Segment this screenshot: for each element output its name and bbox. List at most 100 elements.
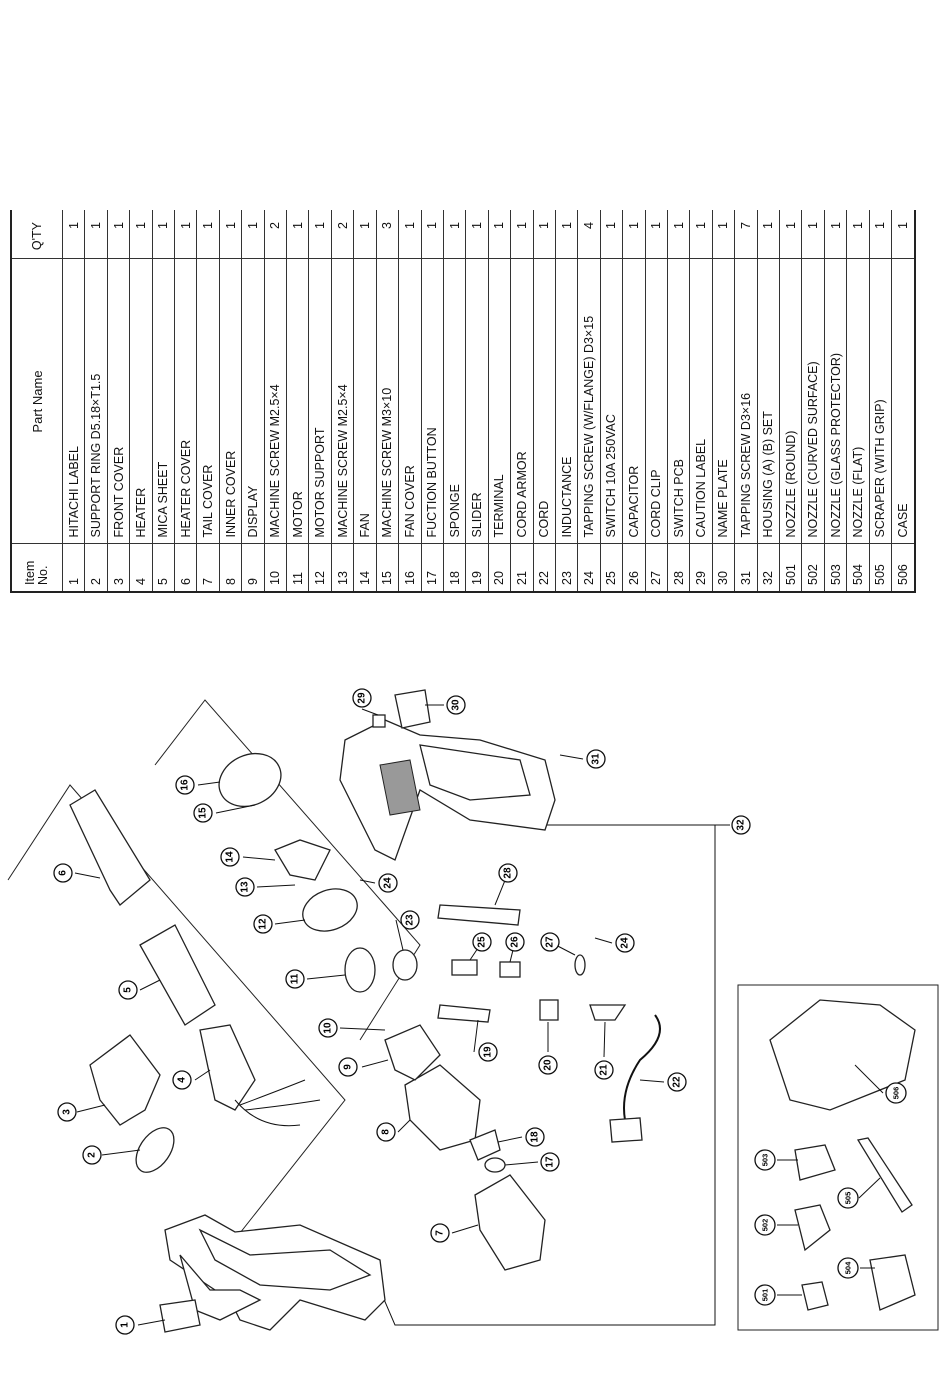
cord-armor-part [589,1004,627,1021]
part-name-cell: SLIDER [465,259,489,544]
callout-circle [754,1284,776,1306]
callout-circle [498,863,518,883]
callout-circle [220,847,240,867]
callout-6: 6 [53,863,73,883]
callout-504: 504 [837,1257,859,1279]
item-no-cell: 1 [62,544,85,592]
callout-30: 30 [446,695,466,715]
item-no-cell: 26 [622,544,646,592]
callout-23: 23 [400,910,420,930]
callout-20: 20 [538,1055,558,1075]
qty-cell: 2 [331,210,354,259]
terminal-part [539,999,559,1021]
item-no-cell: 13 [331,544,354,592]
callout-number: 21 [599,1064,610,1076]
item-no-cell: 28 [667,544,690,592]
callout-21: 21 [594,1060,614,1080]
callout-22: 22 [667,1072,687,1092]
callout-number: 22 [672,1076,683,1088]
callout-29: 29 [352,688,372,708]
callout-number: 24 [383,877,394,889]
qty-cell: 1 [757,210,780,259]
callout-32: 32 [731,815,751,835]
part-name-cell: TAIL COVER [196,259,220,544]
part-name-cell: HEATER COVER [174,259,197,544]
callout-31: 31 [586,749,606,769]
callout-8: 8 [376,1122,396,1142]
item-no-cell: 25 [600,544,623,592]
item-no-cell: 23 [555,544,578,592]
callout-number: 26 [510,936,521,948]
motor-group-frame [154,699,421,1041]
callout-26: 26 [505,932,525,952]
qty-cell: 1 [801,210,825,259]
callout-circle [667,1072,687,1092]
callout-503: 503 [754,1149,776,1171]
item-no-cell: 29 [689,544,713,592]
cord-clip-part [574,954,586,976]
item-no-cell: 22 [533,544,556,592]
callout-circle [446,695,466,715]
qty-cell: 1 [488,210,511,259]
part-name-cell: SUPPORT RING D5.18×T1.5 [84,259,108,544]
item-no-cell: 8 [219,544,242,592]
callout-circle [193,803,213,823]
item-no-cell: 503 [824,544,847,592]
callout-circle [376,1122,396,1142]
callout-number: 24 [620,937,631,949]
item-no-cell: 15 [376,544,399,592]
switch-pcb-part [437,904,521,926]
part-name-cell: MACHINE SCREW M2.5×4 [331,259,354,544]
qty-cell: 1 [421,210,444,259]
callout-number: 506 [892,1087,901,1100]
part-name-cell: CAPACITOR [622,259,646,544]
part-name-cell: TAPPING SCREW (W/FLANGE) D3×15 [577,259,601,544]
callout-number: 8 [381,1129,392,1135]
heater-cover-part [69,789,151,906]
qty-cell: 1 [779,210,802,259]
callout-number: 29 [357,692,368,704]
sponge-part [469,1129,501,1161]
item-no-cell: 16 [398,544,421,592]
callout-number: 17 [545,1156,556,1168]
callout-circle [235,877,255,897]
item-no-cell: 3 [107,544,130,592]
callout-number: 32 [736,819,747,831]
callout-19: 19 [478,1042,498,1062]
callout-circle [318,1018,338,1038]
qty-cell: 1 [869,210,892,259]
mica-sheet-part [139,924,216,1026]
part-name-cell: TAPPING SCREW D3×16 [734,259,758,544]
callout-number: 10 [323,1022,334,1034]
callout-number: 2 [87,1152,98,1158]
qty-cell: 1 [622,210,646,259]
part-name-cell: DISPLAY [241,259,265,544]
item-no-cell: 30 [712,544,735,592]
part-name-cell: SWITCH 10A 250VAC [600,259,623,544]
callout-circle [378,873,398,893]
qty-cell: 1 [353,210,377,259]
part-name-cell: NAME PLATE [712,259,735,544]
nozzle-flat-part [869,1254,916,1311]
callout-circle [472,932,492,952]
function-button-part [484,1157,506,1173]
item-no-cell: 17 [421,544,444,592]
